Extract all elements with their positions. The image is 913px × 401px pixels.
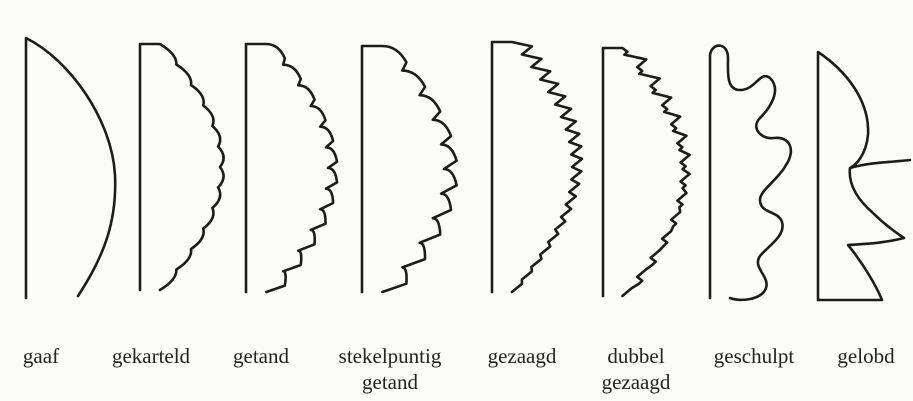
label-gezaagd: gezaagd — [470, 343, 574, 369]
margin-gelobd — [818, 52, 910, 300]
label-gekarteld: gekarteld — [95, 343, 207, 369]
margin-gekarteld — [140, 44, 224, 290]
margin-stekelpuntig-getand — [362, 46, 457, 292]
margin-geschulpt — [710, 46, 791, 300]
margin-gezaagd — [492, 42, 582, 292]
label-gaaf: gaaf — [12, 343, 70, 369]
label-gelobd: gelobd — [824, 343, 908, 369]
margin-dubbel-gezaagd — [603, 48, 690, 296]
label-dubbel-gezaagd: dubbel gezaagd — [586, 343, 686, 395]
label-getand: getand — [218, 343, 304, 369]
margin-getand — [246, 44, 337, 292]
margin-gaaf — [26, 38, 115, 298]
label-geschulpt: geschulpt — [698, 343, 810, 369]
label-stekelpuntig-getand: stekelpuntig getand — [320, 343, 460, 395]
